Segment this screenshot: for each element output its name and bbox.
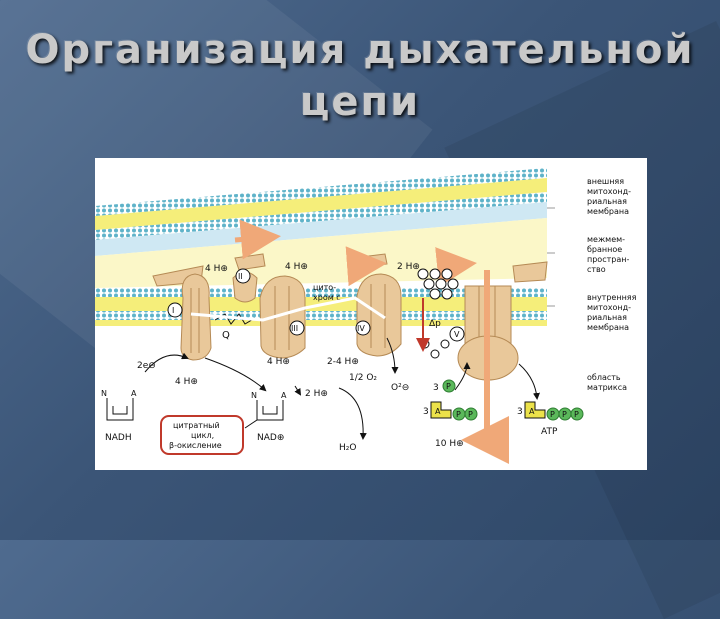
- svg-text:цикл,: цикл,: [191, 431, 214, 440]
- label-2-4h: 2-4 H⊕: [327, 357, 359, 367]
- nadh-electron-arrow: [144, 352, 189, 373]
- svg-text:3: 3: [433, 383, 439, 393]
- phosphate-group: 3 P: [433, 379, 456, 393]
- label-outer-membrane: внешняя митохонд- риальная мембрана: [587, 177, 631, 216]
- svg-text:P: P: [456, 410, 461, 419]
- substrate-input-arrow: [454, 362, 471, 391]
- svg-text:NADH: NADH: [105, 433, 132, 443]
- label-h2o: H₂O: [339, 443, 356, 453]
- svg-text:митохонд-: митохонд-: [587, 303, 631, 312]
- proton-arrow-2: [345, 246, 387, 287]
- svg-text:P: P: [550, 410, 555, 419]
- svg-text:III: III: [291, 324, 298, 333]
- outer-membrane: [95, 168, 547, 256]
- label-intermembrane: межмем- бранное простран- ство: [587, 235, 629, 274]
- svg-text:II: II: [238, 272, 243, 281]
- svg-text:β-окисление: β-окисление: [169, 441, 222, 450]
- delta-p-label: Δp: [429, 319, 441, 329]
- svg-text:область: область: [587, 373, 621, 382]
- label-2h-top-right: 2 H⊕: [397, 262, 420, 272]
- respiratory-chain-diagram: внешняя митохонд- риальная мембрана межм…: [95, 158, 647, 470]
- svg-text:A: A: [281, 391, 287, 400]
- svg-text:P: P: [562, 410, 567, 419]
- electron-path: [190, 296, 386, 322]
- proton-arrow-1: [234, 219, 281, 260]
- label-2e: 2e⊖: [137, 361, 156, 371]
- slide-title: Организация дыхательной цепи: [0, 24, 720, 128]
- label-4h-top-mid: 4 H⊕: [285, 262, 308, 272]
- svg-text:P: P: [446, 382, 451, 391]
- svg-text:риальная: риальная: [587, 313, 627, 322]
- svg-text:риальная: риальная: [587, 197, 627, 206]
- atp-group: 3 A P P P ATP: [517, 401, 584, 437]
- label-half-o2: 1/2 O₂: [349, 373, 377, 383]
- svg-text:IV: IV: [357, 324, 365, 333]
- complex-ii: II: [232, 268, 258, 303]
- proton-return-arrow: [461, 270, 509, 464]
- svg-text:внутренняя: внутренняя: [587, 293, 637, 302]
- water-formation-arrow: [338, 387, 367, 440]
- svg-text:N: N: [101, 389, 107, 398]
- svg-text:I: I: [172, 306, 174, 315]
- label-matrix: область матрикса: [587, 373, 627, 392]
- adp-group: 3 A P P: [423, 401, 478, 421]
- svg-text:цито-: цито-: [313, 283, 336, 292]
- complex-iii: III: [259, 275, 306, 359]
- oxygen-arrow: [386, 337, 399, 374]
- svg-text:митохонд-: митохонд-: [587, 187, 631, 196]
- label-4h-bottom-mid: 4 H⊕: [267, 357, 290, 367]
- svg-text:3: 3: [423, 407, 429, 417]
- svg-text:P: P: [468, 410, 473, 419]
- nad-molecule: N A NAD⊕: [251, 391, 287, 443]
- label-4h-bottom-left: 4 H⊕: [175, 377, 198, 387]
- svg-text:хром c: хром c: [313, 293, 341, 302]
- svg-text:3: 3: [517, 407, 523, 417]
- svg-text:бранное: бранное: [587, 245, 622, 254]
- complex-i: I: [167, 273, 212, 361]
- svg-text:внешняя: внешняя: [587, 177, 624, 186]
- svg-text:простран-: простран-: [587, 255, 629, 264]
- proton-arrow-3: [435, 247, 477, 287]
- svg-text:V: V: [454, 330, 460, 339]
- cytochrome-c-label: цито- хром c: [313, 283, 341, 302]
- h-release-arrow: [294, 385, 302, 396]
- svg-text:NAD⊕: NAD⊕: [257, 433, 284, 443]
- atp-output-arrow: [518, 363, 540, 400]
- label-10h: 10 H⊕: [435, 439, 464, 449]
- svg-text:N: N: [251, 391, 257, 400]
- svg-text:P: P: [574, 410, 579, 419]
- svg-text:матрикса: матрикса: [587, 383, 627, 392]
- svg-text:межмем-: межмем-: [587, 235, 625, 244]
- svg-text:A: A: [529, 407, 535, 416]
- svg-text:ATP: ATP: [541, 427, 558, 437]
- svg-text:мембрана: мембрана: [587, 207, 629, 216]
- label-2h-bottom: 2 H⊕: [305, 389, 328, 399]
- svg-text:мембрана: мембрана: [587, 323, 629, 332]
- label-4h-top-left: 4 H⊕: [205, 264, 228, 274]
- cycle-arrow: [244, 419, 258, 429]
- nadh-oxidation-arrow: [204, 357, 267, 392]
- svg-text:Q: Q: [222, 330, 230, 341]
- proton-gradient: [417, 268, 459, 359]
- citrate-cycle-box: цитратный цикл, β-окисление: [160, 415, 244, 455]
- svg-text:цитратный: цитратный: [173, 421, 220, 430]
- nadh-molecule: N A NADH: [101, 389, 137, 443]
- outer-protein-4: [512, 261, 548, 283]
- svg-text:A: A: [131, 389, 137, 398]
- slide-title-line-1: Организация дыхательной: [25, 27, 695, 73]
- label-inner-membrane: внутренняя митохонд- риальная мембрана: [587, 293, 637, 332]
- svg-text:ство: ство: [587, 265, 606, 274]
- diagram-svg: внешняя митохонд- риальная мембрана межм…: [95, 168, 637, 464]
- slide-title-line-2: цепи: [299, 79, 421, 125]
- svg-text:A: A: [435, 407, 441, 416]
- label-o2-minus: O²⊖: [391, 383, 409, 393]
